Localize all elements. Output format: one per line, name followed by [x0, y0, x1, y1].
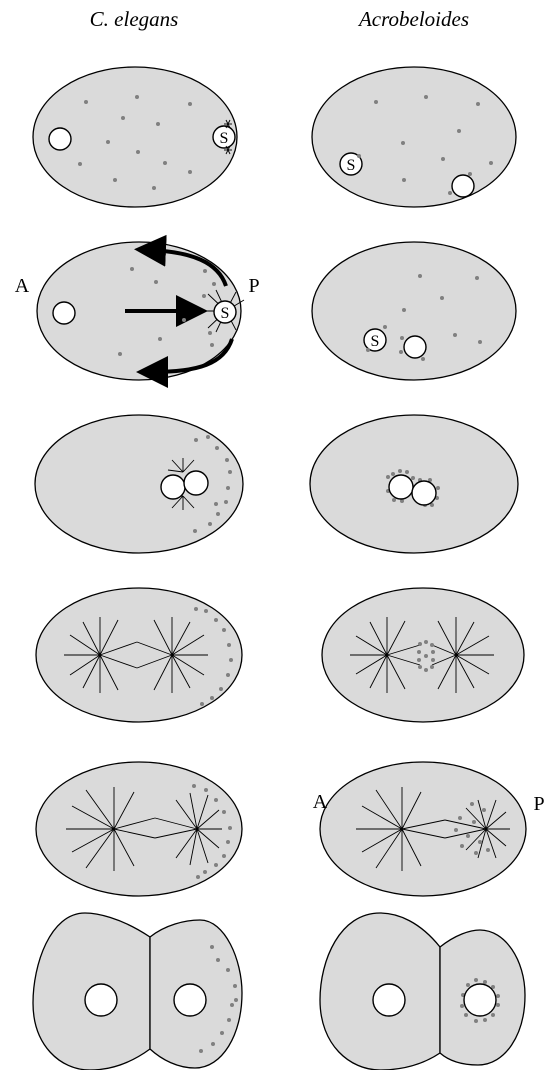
nucleus-p1 [464, 984, 496, 1016]
anterior-label: A [313, 791, 328, 813]
panel-c-elegans-1: S [33, 67, 237, 207]
panel-acrobeloides-5: A P [313, 762, 545, 896]
panel-acrobeloides-2: S [312, 242, 516, 380]
anterior-label: A [15, 275, 30, 297]
nucleus-ab [373, 984, 405, 1016]
pronucleus [452, 175, 474, 197]
sperm-label: S [220, 130, 229, 147]
panel-acrobeloides-4 [322, 588, 524, 722]
pronucleus [404, 336, 426, 358]
column-title-c-elegans: C. elegans [90, 7, 179, 31]
column-title-acrobeloides: Acrobeloides [357, 7, 469, 31]
panel-acrobeloides-3 [310, 415, 518, 553]
nucleus-p1 [174, 984, 206, 1016]
panel-c-elegans-6 [33, 913, 242, 1070]
sperm-label: S [371, 333, 380, 350]
panel-c-elegans-5 [36, 762, 242, 896]
sperm-label: S [221, 305, 230, 322]
posterior-label: P [248, 275, 259, 297]
panel-c-elegans-3 [35, 415, 243, 553]
nucleus-ab [85, 984, 117, 1016]
pronucleus-male [412, 481, 436, 505]
pronucleus-female [389, 475, 413, 499]
panel-c-elegans-4 [36, 588, 242, 722]
pronucleus-female [161, 475, 185, 499]
pronucleus [53, 302, 75, 324]
posterior-label: P [533, 793, 544, 815]
panel-c-elegans-2: A P S [15, 242, 260, 380]
sperm-label: S [347, 157, 356, 174]
panel-acrobeloides-6 [320, 913, 525, 1070]
pronucleus-male [184, 471, 208, 495]
pronucleus [49, 128, 71, 150]
panel-acrobeloides-1: S [312, 67, 516, 207]
